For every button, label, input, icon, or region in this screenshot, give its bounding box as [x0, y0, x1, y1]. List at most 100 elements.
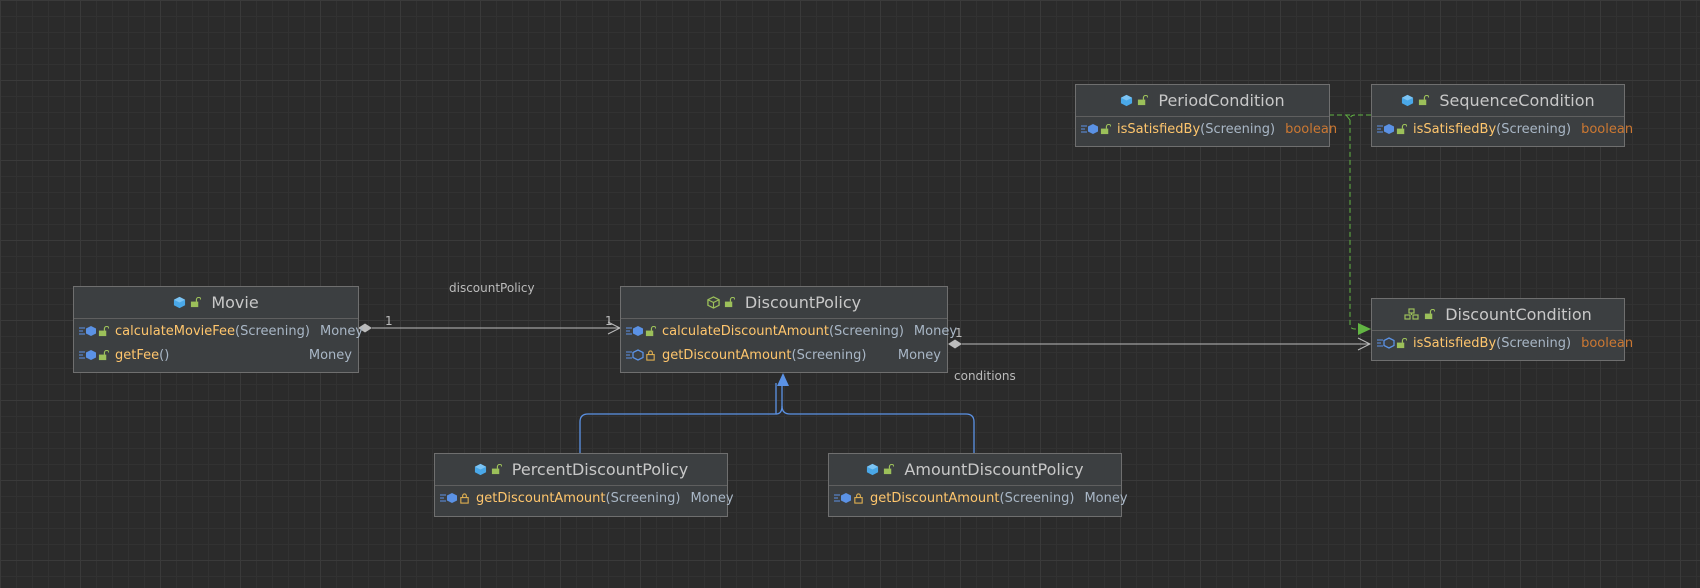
arrowhead-open: [1357, 337, 1372, 351]
method-row[interactable]: getFee () Money: [74, 343, 358, 367]
class-name: AmountDiscountPolicy: [904, 460, 1084, 479]
class-name: PercentDiscountPolicy: [511, 460, 689, 479]
class-name: PeriodCondition: [1158, 91, 1285, 110]
edge-realization[interactable]: [1329, 114, 1371, 335]
protected-lock-icon: [853, 492, 864, 504]
class-discountpolicy[interactable]: DiscountPolicy calculateDiscountAmount (…: [620, 286, 957, 373]
method-name: getDiscountAmount: [870, 490, 1000, 506]
class-icon: [1401, 94, 1414, 107]
class-sequencecondition[interactable]: SequenceCondition isSatisfiedBy (Screeni…: [1371, 84, 1633, 147]
public-lock-icon: [98, 325, 109, 337]
interface-discountcondition[interactable]: DiscountCondition isSatisfiedBy (Screeni…: [1371, 298, 1633, 361]
class-periodcondition[interactable]: PeriodCondition isSatisfiedBy (Screening…: [1075, 84, 1337, 147]
method-row[interactable]: getDiscountAmount (Screening) Money: [435, 486, 734, 510]
edge-discountpolicy-discountcondition[interactable]: [948, 337, 1372, 351]
public-lock-icon: [645, 325, 656, 337]
method-row[interactable]: calculateDiscountAmount (Screening) Mone…: [621, 319, 957, 343]
edge-inheritance[interactable]: [579, 373, 975, 453]
method-params: (Screening): [605, 490, 681, 506]
method-row[interactable]: isSatisfiedBy (Screening) boolean: [1372, 117, 1633, 141]
realization-arrowhead: [1358, 323, 1371, 335]
label-conditions: conditions: [954, 369, 1016, 383]
edge-movie-discountpolicy[interactable]: [358, 321, 622, 335]
interface-icon: [1404, 308, 1420, 321]
method-icon: [1080, 123, 1100, 135]
class-percentdiscountpolicy[interactable]: PercentDiscountPolicy getDiscountAmount …: [434, 453, 734, 517]
method-icon: [1376, 123, 1396, 135]
method-params: (): [159, 347, 170, 363]
class-name: DiscountPolicy: [744, 293, 862, 312]
method-params: (Screening): [1496, 335, 1572, 351]
class-movie[interactable]: Movie calculateMovieFee (Screening) Mone…: [73, 286, 363, 373]
method-params: (Screening): [828, 323, 904, 339]
class-amountdiscountpolicy[interactable]: AmountDiscountPolicy getDiscountAmount (…: [828, 453, 1128, 517]
multiplicity-conditions-source: 1: [955, 326, 963, 340]
class-header: DiscountCondition: [1372, 299, 1624, 331]
class-icon: [173, 296, 186, 309]
protected-lock-icon: [459, 492, 470, 504]
method-return-type: boolean: [1581, 121, 1634, 137]
method-icon: [439, 492, 459, 504]
method-return-type: Money: [897, 347, 941, 363]
method-row[interactable]: calculateMovieFee (Screening) Money: [74, 319, 363, 343]
method-icon: [78, 325, 98, 337]
public-lock-icon: [190, 297, 202, 308]
method-params: (Screening): [235, 323, 310, 339]
class-icon: [474, 463, 487, 476]
class-header: AmountDiscountPolicy: [829, 454, 1121, 486]
multiplicity-policy-target: 1: [605, 314, 613, 328]
class-header: PercentDiscountPolicy: [435, 454, 727, 486]
class-header: DiscountPolicy: [621, 287, 947, 319]
public-lock-icon: [724, 297, 735, 308]
method-return-type: Money: [308, 347, 352, 363]
public-lock-icon: [491, 464, 502, 475]
method-name: isSatisfiedBy: [1413, 121, 1497, 137]
public-lock-icon: [1424, 309, 1436, 320]
method-icon: [78, 349, 98, 361]
public-lock-icon: [1396, 337, 1407, 349]
method-name: isSatisfiedBy: [1413, 335, 1497, 351]
protected-lock-icon: [645, 349, 656, 361]
class-name: DiscountCondition: [1445, 305, 1592, 324]
method-name: calculateMovieFee: [115, 323, 236, 339]
class-icon: [1120, 94, 1133, 107]
method-params: (Screening): [999, 490, 1075, 506]
method-icon: [625, 325, 645, 337]
composition-diamond: [358, 323, 372, 333]
composition-diamond: [948, 339, 962, 349]
method-row[interactable]: isSatisfiedBy (Screening) boolean: [1372, 331, 1633, 355]
method-return-type: Money: [690, 490, 734, 506]
public-lock-icon: [98, 349, 109, 361]
public-lock-icon: [1137, 95, 1149, 106]
class-icon: [866, 463, 879, 476]
public-lock-icon: [1396, 123, 1407, 135]
abstract-class-icon: [707, 296, 720, 309]
class-name: Movie: [211, 293, 259, 312]
abstract-method-icon: [1376, 337, 1396, 349]
method-params: (Screening): [791, 347, 867, 363]
method-params: (Screening): [1200, 121, 1276, 137]
method-name: isSatisfiedBy: [1117, 121, 1201, 137]
method-name: calculateDiscountAmount: [662, 323, 829, 339]
class-name: SequenceCondition: [1439, 91, 1595, 110]
multiplicity-movie-source: 1: [385, 314, 393, 328]
class-header: Movie: [74, 287, 358, 319]
class-header: PeriodCondition: [1076, 85, 1329, 117]
method-return-type: Money: [319, 323, 364, 339]
label-discountpolicy: discountPolicy: [449, 281, 535, 295]
method-row[interactable]: isSatisfiedBy (Screening) boolean: [1076, 117, 1337, 141]
method-return-type: Money: [1084, 490, 1128, 506]
abstract-method-icon: [625, 349, 645, 361]
method-return-type: Money: [913, 323, 958, 339]
public-lock-icon: [1418, 95, 1430, 106]
class-header: SequenceCondition: [1372, 85, 1624, 117]
inheritance-arrowhead: [777, 373, 789, 386]
method-icon: [833, 492, 853, 504]
method-name: getDiscountAmount: [476, 490, 606, 506]
method-name: getFee: [115, 347, 160, 363]
method-row[interactable]: getDiscountAmount (Screening) Money: [621, 343, 947, 367]
public-lock-icon: [1100, 123, 1111, 135]
method-row[interactable]: getDiscountAmount (Screening) Money: [829, 486, 1128, 510]
public-lock-icon: [883, 464, 895, 475]
